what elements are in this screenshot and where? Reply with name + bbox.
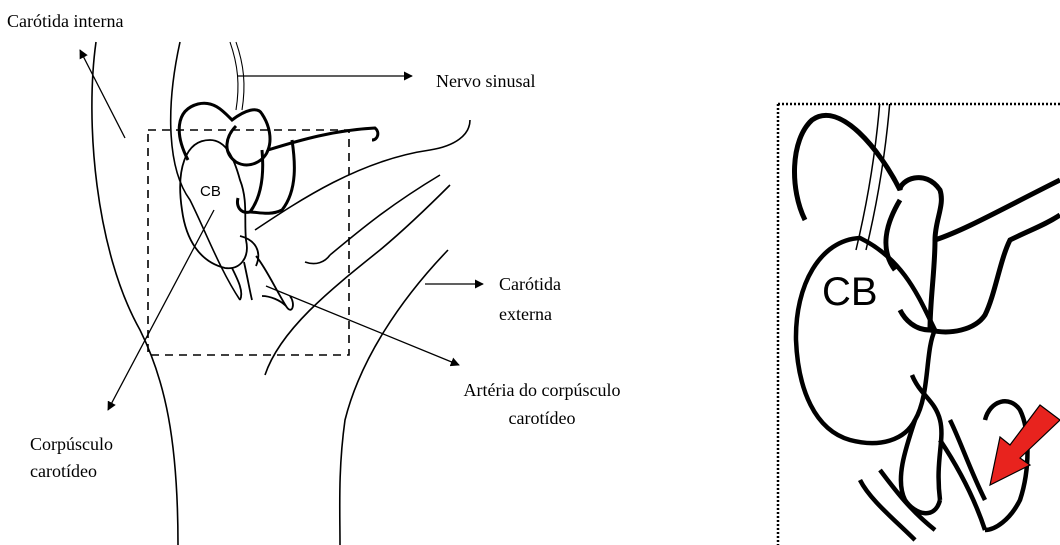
external-carotid-outline bbox=[255, 120, 470, 545]
zoom-panel: CB bbox=[778, 100, 1060, 545]
label-carotida-interna: Carótida interna bbox=[7, 10, 123, 32]
label-arteria-line2: carotídeo bbox=[432, 407, 652, 429]
label-corpusculo-line1: Corpúsculo bbox=[30, 433, 113, 455]
leader-arrows bbox=[80, 50, 483, 410]
carotid-body bbox=[180, 140, 293, 310]
arrow-carotid-body bbox=[108, 210, 214, 410]
arrow-internal-carotid bbox=[80, 50, 125, 138]
cb-label: CB bbox=[200, 183, 221, 200]
label-carotida-externa-line1: Carótida bbox=[499, 273, 561, 295]
label-nervo-sinusal: Nervo sinusal bbox=[436, 70, 535, 92]
label-arteria-line1: Artéria do corpúsculo bbox=[432, 379, 652, 401]
zoom-sinus-nerve bbox=[856, 100, 890, 250]
label-corpusculo-line2: carotídeo bbox=[30, 460, 97, 482]
zoom-cb-label: CB bbox=[822, 270, 878, 314]
label-carotida-externa-line2: externa bbox=[499, 303, 552, 325]
zoom-panel-dotted-border bbox=[778, 104, 1060, 545]
